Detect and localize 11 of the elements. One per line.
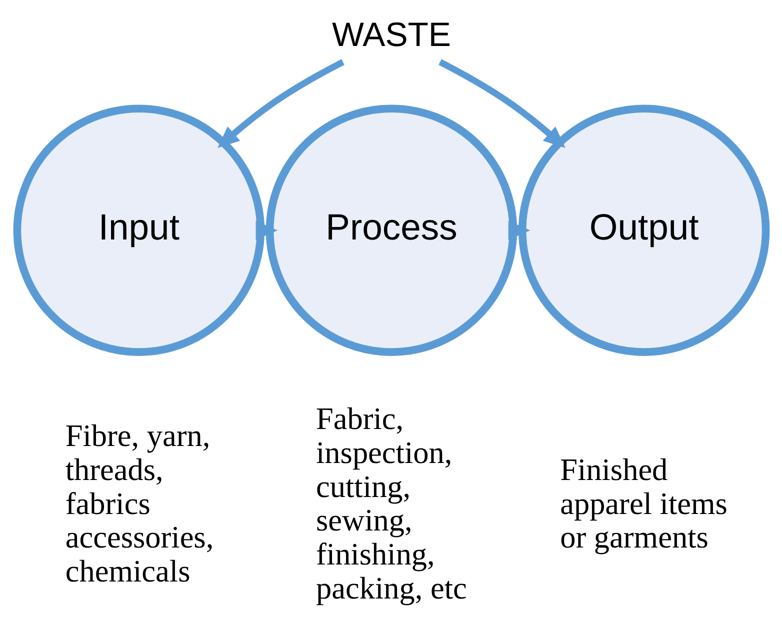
arrow [255, 220, 278, 240]
node-circle: Input [12, 104, 264, 356]
node-label: Fabric, inspection, cutting, sewing, finishing, packing, etc [315, 401, 466, 606]
node-label: Finished apparel items or garments [560, 452, 727, 555]
arrow [217, 59, 344, 148]
node-label: Fibre, yarn, threads, fabrics accessories, chemicals [64, 418, 214, 588]
node-circle: Process [265, 104, 517, 356]
node-circle: Output [518, 104, 770, 356]
arrow [508, 220, 530, 240]
arrow [438, 59, 565, 148]
node-text: WASTE [331, 16, 451, 54]
